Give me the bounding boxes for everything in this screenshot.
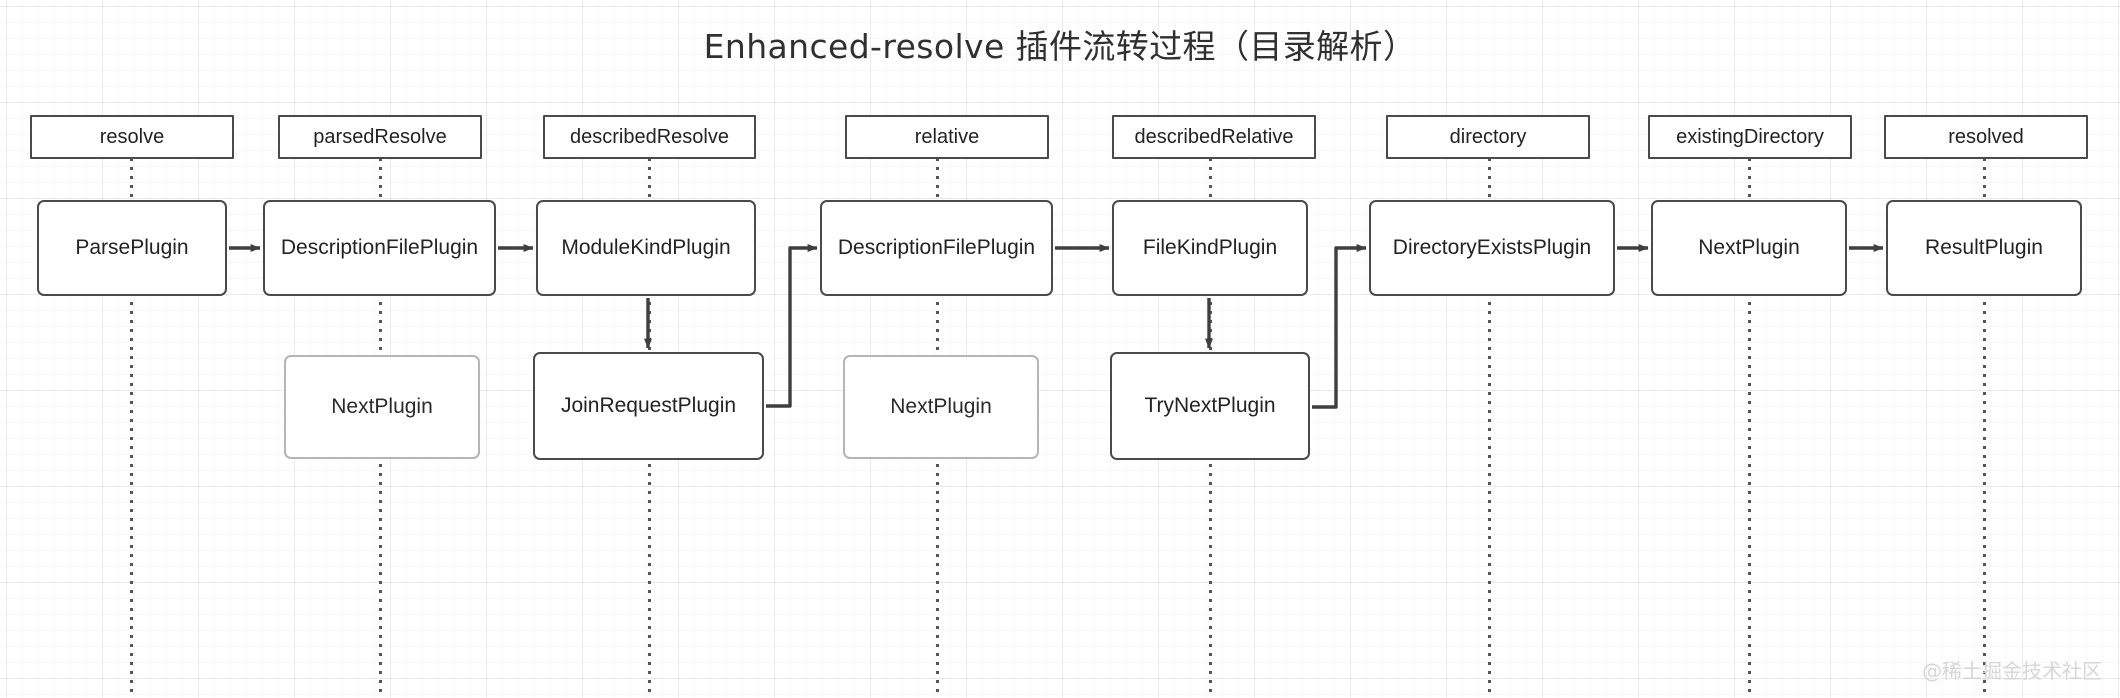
node-nextplugin-relative[interactable]: NextPlugin [843, 355, 1039, 459]
node-label: ResultPlugin [1925, 236, 2043, 259]
lane-header-label: resolve [99, 125, 165, 148]
lane-header-directory[interactable]: directory [1386, 115, 1590, 159]
lifeline-resolved [1983, 158, 1986, 696]
lane-header-resolve[interactable]: resolve [30, 115, 234, 159]
lane-header-label: describedResolve [570, 125, 729, 148]
lane-header-label: resolved [1948, 125, 2024, 148]
node-label: ParsePlugin [75, 236, 189, 259]
node-label: NextPlugin [331, 395, 433, 418]
node-directoryexistsplugin[interactable]: DirectoryExistsPlugin [1369, 200, 1615, 296]
node-label: JoinRequestPlugin [560, 394, 737, 417]
lane-header-describedrelative[interactable]: describedRelative [1112, 115, 1316, 159]
edge-joinrequest-to-descriptionfile2 [766, 244, 818, 408]
node-filekindplugin[interactable]: FileKindPlugin [1112, 200, 1308, 296]
node-label: NextPlugin [890, 395, 992, 418]
edge-trynext-to-directoryexists [1312, 244, 1367, 409]
lane-header-describedresolve[interactable]: describedResolve [543, 115, 756, 159]
node-label: DescriptionFilePlugin [280, 236, 479, 259]
lane-header-label: existingDirectory [1676, 125, 1824, 148]
lane-header-label: relative [914, 125, 980, 148]
node-label: DirectoryExistsPlugin [1392, 236, 1592, 259]
node-label: DescriptionFilePlugin [837, 236, 1036, 259]
node-descriptionfileplugin-2[interactable]: DescriptionFilePlugin [820, 200, 1053, 296]
lane-header-resolved[interactable]: resolved [1884, 115, 2088, 159]
node-nextplugin-main[interactable]: NextPlugin [1651, 200, 1847, 296]
lifeline-existingdirectory [1748, 158, 1751, 696]
lane-header-label: directory [1449, 125, 1527, 148]
node-parseplugin[interactable]: ParsePlugin [37, 200, 227, 296]
node-trynextplugin[interactable]: TryNextPlugin [1110, 352, 1310, 460]
lifeline-resolve [130, 158, 133, 696]
node-joinrequestplugin[interactable]: JoinRequestPlugin [533, 352, 764, 460]
node-label: FileKindPlugin [1142, 236, 1278, 259]
node-modulekindplugin[interactable]: ModuleKindPlugin [536, 200, 756, 296]
node-resultplugin[interactable]: ResultPlugin [1886, 200, 2082, 296]
diagram-title: Enhanced-resolve 插件流转过程（目录解析） [703, 27, 1417, 66]
lane-header-parsedresolve[interactable]: parsedResolve [278, 115, 482, 159]
node-label: TryNextPlugin [1144, 394, 1276, 417]
lane-header-label: parsedResolve [313, 125, 447, 148]
node-label: ModuleKindPlugin [561, 236, 731, 259]
lane-header-label: describedRelative [1134, 125, 1294, 148]
node-descriptionfileplugin-1[interactable]: DescriptionFilePlugin [263, 200, 496, 296]
node-label: NextPlugin [1698, 236, 1800, 259]
lifeline-directory [1488, 158, 1491, 696]
node-nextplugin-parsedresolve[interactable]: NextPlugin [284, 355, 480, 459]
lane-header-relative[interactable]: relative [845, 115, 1049, 159]
lane-header-existingdirectory[interactable]: existingDirectory [1648, 115, 1852, 159]
watermark: @稀土掘金技术社区 [1922, 659, 2102, 683]
